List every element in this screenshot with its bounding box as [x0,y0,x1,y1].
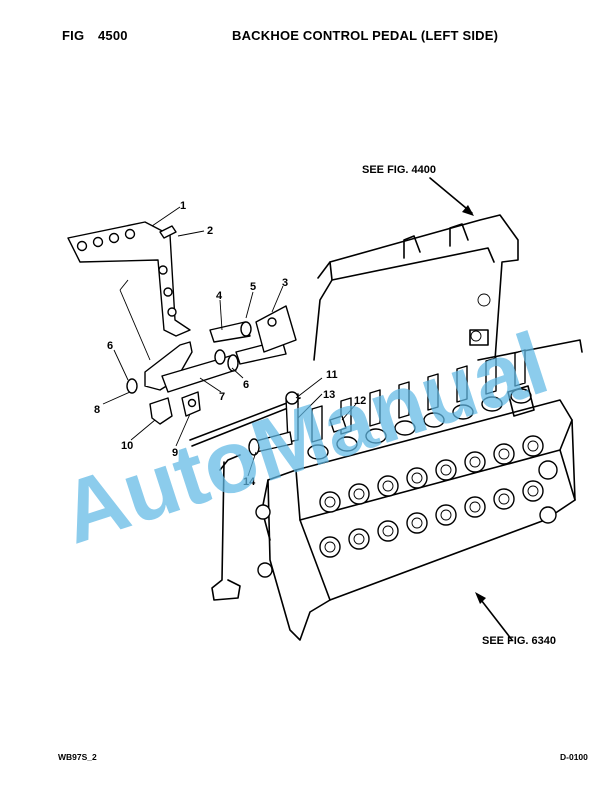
callout-6b: 6 [243,379,249,391]
port [435,504,457,526]
watermark: AutoManual [49,313,558,563]
leader-lines [102,206,357,477]
spool-cap [452,404,474,420]
port-bore [527,485,539,497]
port [464,451,486,473]
hardware [248,391,347,456]
port-bore [411,472,423,484]
pivot-assembly [126,305,297,425]
port-bore [498,493,510,505]
port [493,488,515,510]
port [348,483,370,505]
reference-arrows [429,177,513,641]
spool-lever [311,405,323,443]
callout-9: 9 [172,447,178,459]
callout-4: 4 [216,290,223,302]
callout-5: 5 [250,281,256,293]
callout-12: 12 [354,395,366,407]
valve-bank [255,349,576,641]
port [377,520,399,542]
pedal [67,221,191,337]
spool-cap [307,444,329,460]
port [377,475,399,497]
port-bore [353,488,365,500]
linkage [119,279,301,601]
spool-lever [514,349,526,387]
port [319,491,341,513]
port-bore [440,509,452,521]
port-bore [469,501,481,513]
port-bore [498,448,510,460]
callout-11: 11 [326,369,338,381]
spool-cap [481,396,503,412]
callout-3: 3 [282,277,288,289]
figure-label: FIG [62,28,85,43]
port [435,459,457,481]
spool-cap [423,412,445,428]
spool-lever [369,389,381,427]
port [522,435,544,457]
page-title: BACKHOE CONTROL PEDAL (LEFT SIDE) [232,28,499,43]
footer-code: D-0100 [560,752,588,762]
port [464,496,486,518]
callout-14: 14 [243,476,256,488]
port [348,528,370,550]
port-bore [411,517,423,529]
port-bore [382,480,394,492]
spool-lever [427,373,439,411]
port [493,443,515,465]
port-bore [324,541,336,553]
port-bore [353,533,365,545]
figure-number: 4500 [98,28,128,43]
spool-lever [456,365,468,403]
frame-bracket [313,214,583,361]
spool-cap [336,436,358,452]
callout-2: 2 [207,225,213,237]
spool-cap [394,420,416,436]
port-bore [382,525,394,537]
callout-7: 7 [219,391,225,403]
callout-13: 13 [323,389,335,401]
port [406,512,428,534]
spool-cap [365,428,387,444]
port-bore [324,496,336,508]
spool-lever [485,357,497,395]
see-fig-bottom: SEE FIG. 6340 [482,635,556,647]
footer-model: WB97S_2 [58,752,97,762]
spool-lever [398,381,410,419]
callout-10: 10 [121,440,133,452]
callout-labels: 1 2 3 4 5 6 6 7 8 9 10 11 12 13 14 [94,200,366,488]
callout-6a: 6 [107,340,113,352]
port [406,467,428,489]
port-bore [440,464,452,476]
callout-8: 8 [94,404,100,416]
port-bore [469,456,481,468]
callout-1: 1 [180,200,186,212]
port [319,536,341,558]
port [522,480,544,502]
port-bore [527,440,539,452]
see-fig-top: SEE FIG. 4400 [362,164,436,176]
